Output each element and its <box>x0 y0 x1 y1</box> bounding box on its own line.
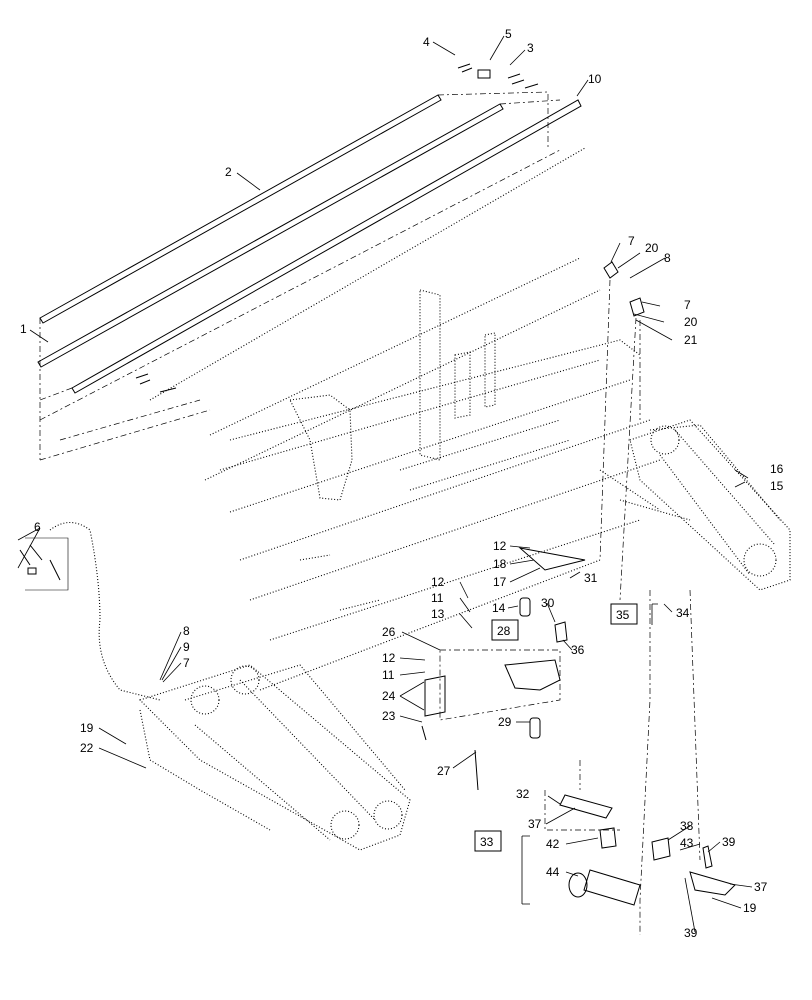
callout-42: 42 <box>546 837 560 851</box>
callout-20-mid: 20 <box>684 315 698 329</box>
callout-labels: 4 5 3 10 2 1 7 20 8 7 20 21 16 15 6 12 1… <box>20 27 784 879</box>
callout-10: 10 <box>588 72 602 86</box>
header-frame <box>204 257 661 691</box>
callout-14: 15 <box>770 479 784 493</box>
callout-36: 34 <box>676 606 690 620</box>
callout-box-35 <box>610 603 638 625</box>
callout-26: 26 <box>382 625 396 639</box>
leader-lines <box>17 35 753 933</box>
callout-5: 5 <box>505 27 512 41</box>
callout-23: 22 <box>80 741 94 755</box>
hydraulic-line <box>19 521 161 701</box>
callout-35: 35 <box>616 608 630 622</box>
callout-16: 14 <box>492 601 506 615</box>
callout-34: 38 <box>680 819 694 833</box>
callout-13: 13 <box>431 607 445 621</box>
rod-assembly <box>37 63 586 461</box>
callout-31: 31 <box>584 571 598 585</box>
callout-7-top: 7 <box>628 234 635 248</box>
callout-22: 19 <box>80 721 94 735</box>
callout-4: 4 <box>423 35 430 49</box>
callout-43: 43 <box>680 836 694 850</box>
callout-9: 9 <box>183 640 190 654</box>
callout-33: 33 <box>480 835 494 849</box>
upper-bracket-parts <box>599 261 645 601</box>
callout-27: 27 <box>437 764 451 778</box>
callout-28: 28 <box>497 624 511 638</box>
boxed-callouts: 28 33 35 <box>474 603 638 852</box>
callout-15: 16 <box>770 462 784 476</box>
callout-box-28 <box>491 619 519 641</box>
callout-2: 2 <box>225 165 232 179</box>
callout-17: 17 <box>493 575 507 589</box>
callout-21: 21 <box>684 333 698 347</box>
callout-8-top: 8 <box>664 251 671 265</box>
callout-7-mid: 7 <box>684 298 691 312</box>
callout-20-top: 20 <box>645 241 659 255</box>
right-conveyor <box>599 419 791 591</box>
callout-44: 44 <box>546 865 560 879</box>
callout-12-b: 12 <box>431 575 445 589</box>
callout-32: 32 <box>516 787 530 801</box>
callout-38: 39 <box>722 835 736 849</box>
left-conveyor <box>138 664 411 851</box>
callout-24: 23 <box>382 709 396 723</box>
callout-25: 24 <box>382 689 396 703</box>
callout-3: 3 <box>527 41 534 55</box>
callout-41: 37 <box>528 817 542 831</box>
callout-18: 18 <box>493 557 507 571</box>
callout-29: 29 <box>498 715 512 729</box>
callout-box-33 <box>474 830 502 852</box>
callout-11-a: 11 <box>431 591 444 605</box>
callout-12-a: 12 <box>493 539 507 553</box>
callout-11-b: 11 <box>382 668 395 682</box>
callout-8-left: 8 <box>183 624 190 638</box>
cylinder-assembly <box>544 589 736 935</box>
callout-12-c: 12 <box>382 651 396 665</box>
callout-1: 1 <box>20 322 27 336</box>
callout-30: 30 <box>541 596 555 610</box>
callout-40: 36 <box>571 643 585 657</box>
callout-7-left: 7 <box>183 656 190 670</box>
center-bracket-assembly <box>421 547 586 791</box>
callout-6: 6 <box>34 520 41 534</box>
